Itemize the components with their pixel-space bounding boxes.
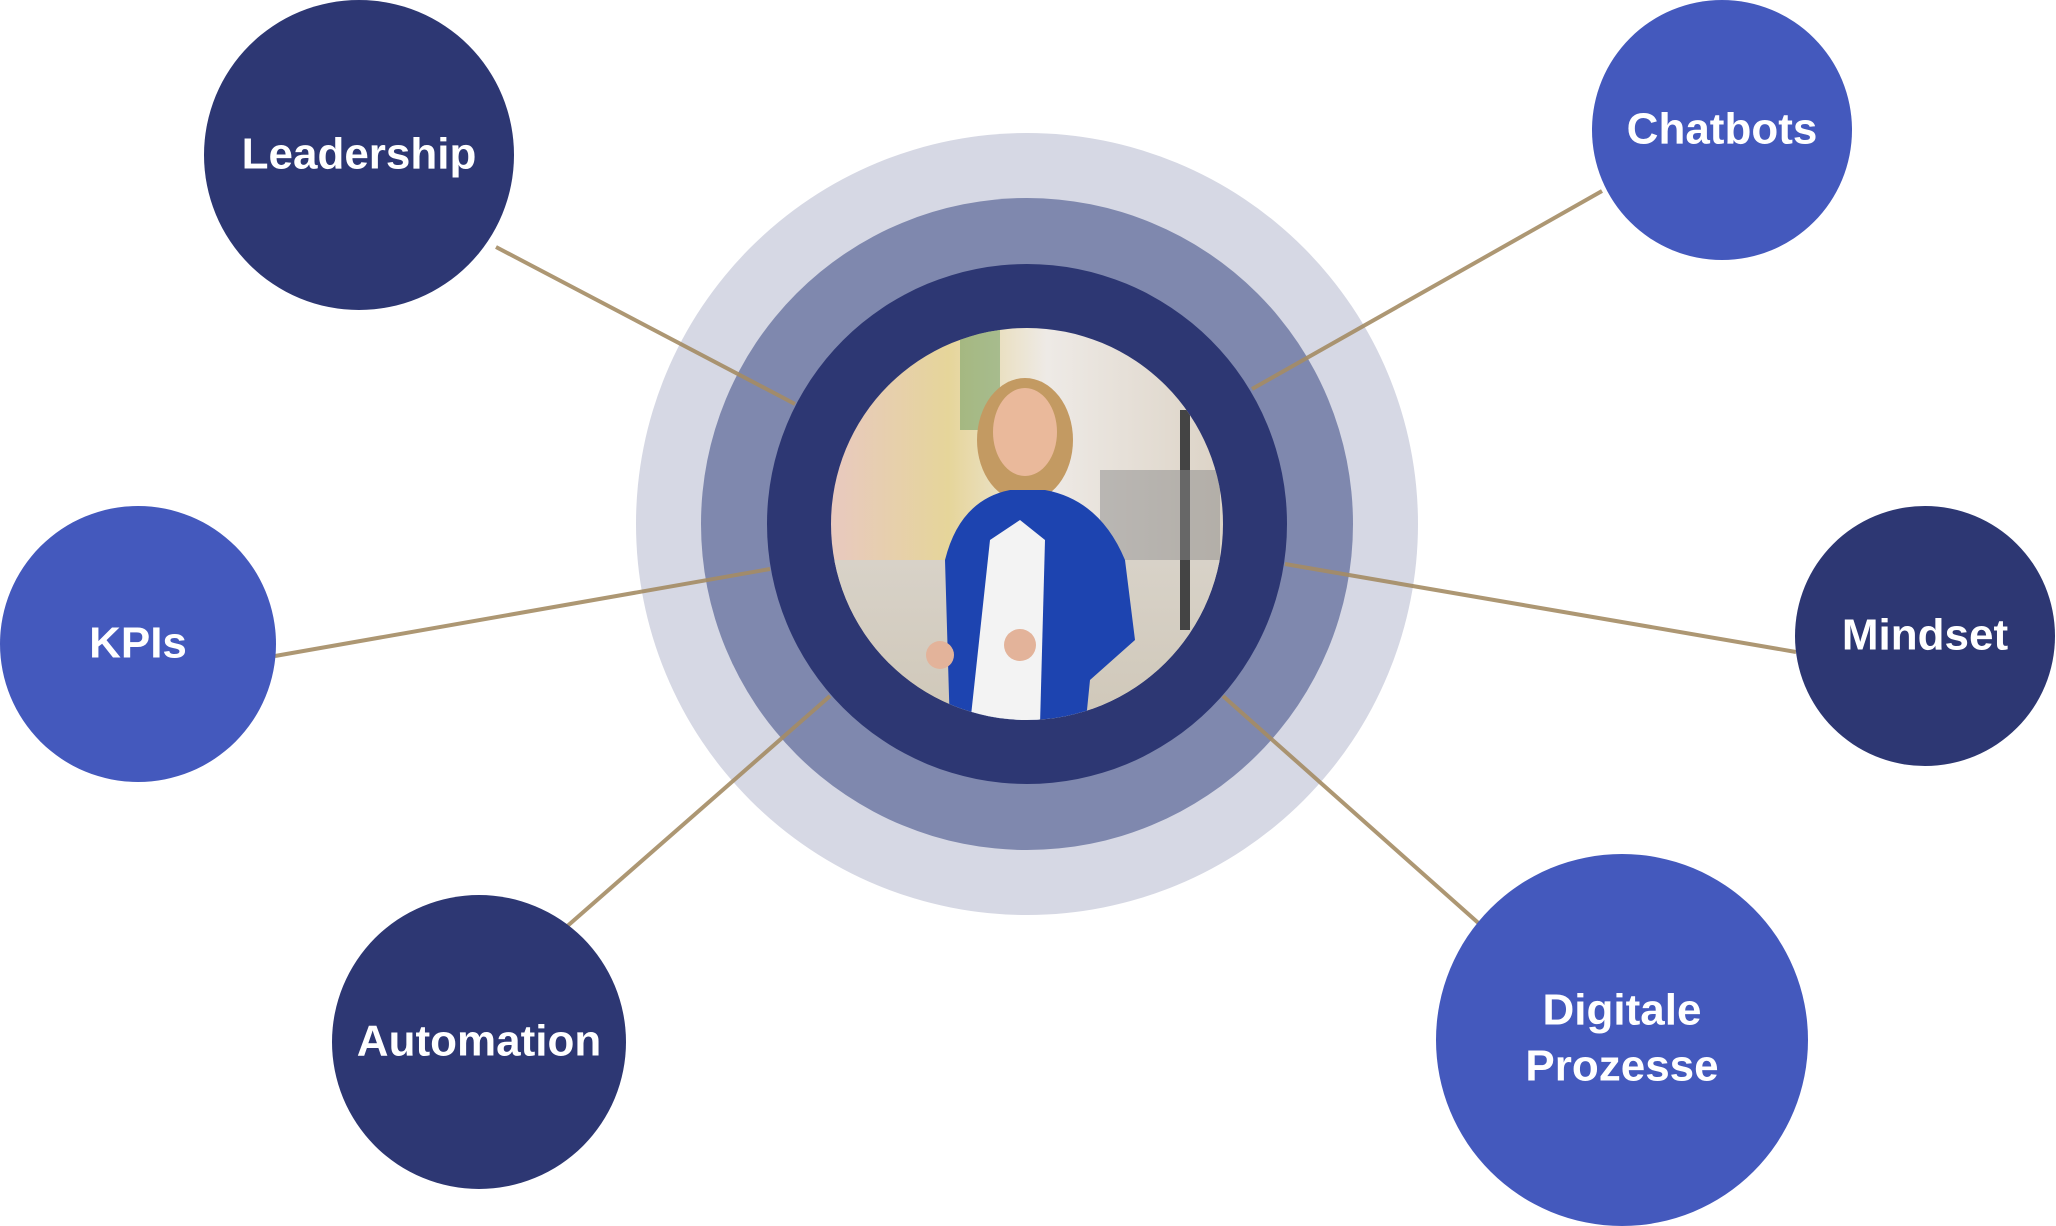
node-label: KPIs [89, 619, 187, 668]
connector-leadership [495, 245, 796, 406]
node-digitale-prozesse[interactable]: Digitale Prozesse [1436, 854, 1808, 1226]
node-label-line1: Digitale [1543, 986, 1702, 1035]
node-mindset[interactable]: Mindset [1795, 506, 2055, 766]
node-label: Automation [357, 1017, 601, 1066]
connector-lines [274, 189, 1797, 938]
connector-kpis [274, 567, 771, 658]
connector-mindset [1284, 562, 1797, 654]
node-label: Chatbots [1627, 105, 1818, 154]
connector-automation [554, 694, 832, 938]
node-kpis[interactable]: KPIs [0, 506, 276, 782]
node-label-line2: Prozesse [1525, 1042, 1718, 1091]
connector-chatbots [1251, 189, 1603, 391]
node-chatbots[interactable]: Chatbots [1592, 0, 1852, 260]
node-label: Mindset [1842, 611, 2009, 660]
node-label: Leadership [242, 130, 477, 179]
portrait-photo [831, 328, 1223, 720]
node-automation[interactable]: Automation [332, 895, 626, 1189]
node-leadership[interactable]: Leadership [204, 0, 514, 310]
connector-digitale-prozesse [1221, 694, 1486, 930]
